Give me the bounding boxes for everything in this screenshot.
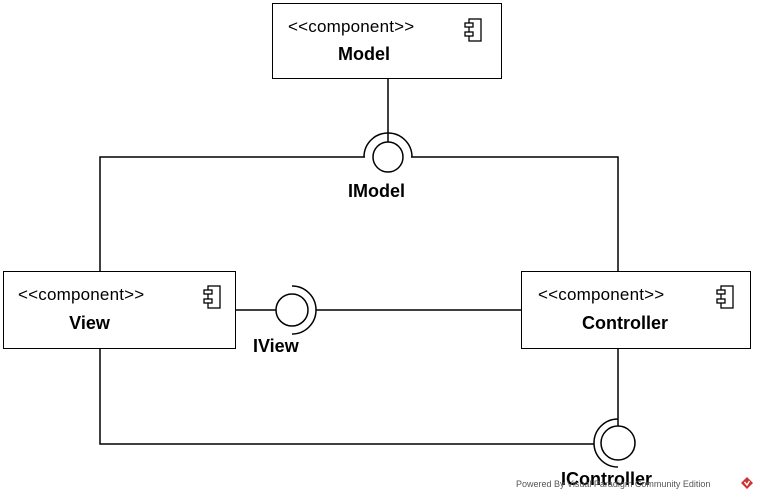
iview-label: IView	[253, 336, 299, 356]
imodel-ball	[372, 141, 404, 173]
icontroller-label: IController	[561, 469, 653, 489]
component-icon	[464, 18, 482, 42]
view-component[interactable]: <<component>> View	[3, 271, 236, 349]
imodel-socket	[363, 132, 413, 158]
iview-ball	[275, 293, 309, 327]
controller-stereotype: <<component>>	[538, 285, 665, 304]
icontroller-socket	[593, 418, 619, 468]
icontroller-ball	[600, 425, 636, 461]
component-icon	[203, 285, 221, 309]
controller-component[interactable]: <<component>> Controller	[521, 271, 751, 349]
view-stereotype: <<component>>	[18, 285, 145, 304]
view-requires-icontroller-line	[99, 349, 594, 445]
powered-by-footer: Powered By Visual Paradigm Community Edi…	[516, 479, 711, 489]
imodel-label: IModel	[348, 181, 405, 201]
component-icon	[716, 285, 734, 309]
iview-socket	[291, 285, 317, 335]
model-stereotype: <<component>>	[288, 17, 415, 36]
visual-paradigm-logo-icon	[741, 477, 753, 489]
controller-requires-imodel-line	[411, 156, 619, 271]
view-name: View	[69, 313, 110, 333]
model-component[interactable]: <<component>> Model	[272, 3, 502, 79]
controller-name: Controller	[581, 313, 668, 333]
view-requires-imodel-line	[99, 156, 365, 271]
model-name: Model	[338, 44, 390, 64]
